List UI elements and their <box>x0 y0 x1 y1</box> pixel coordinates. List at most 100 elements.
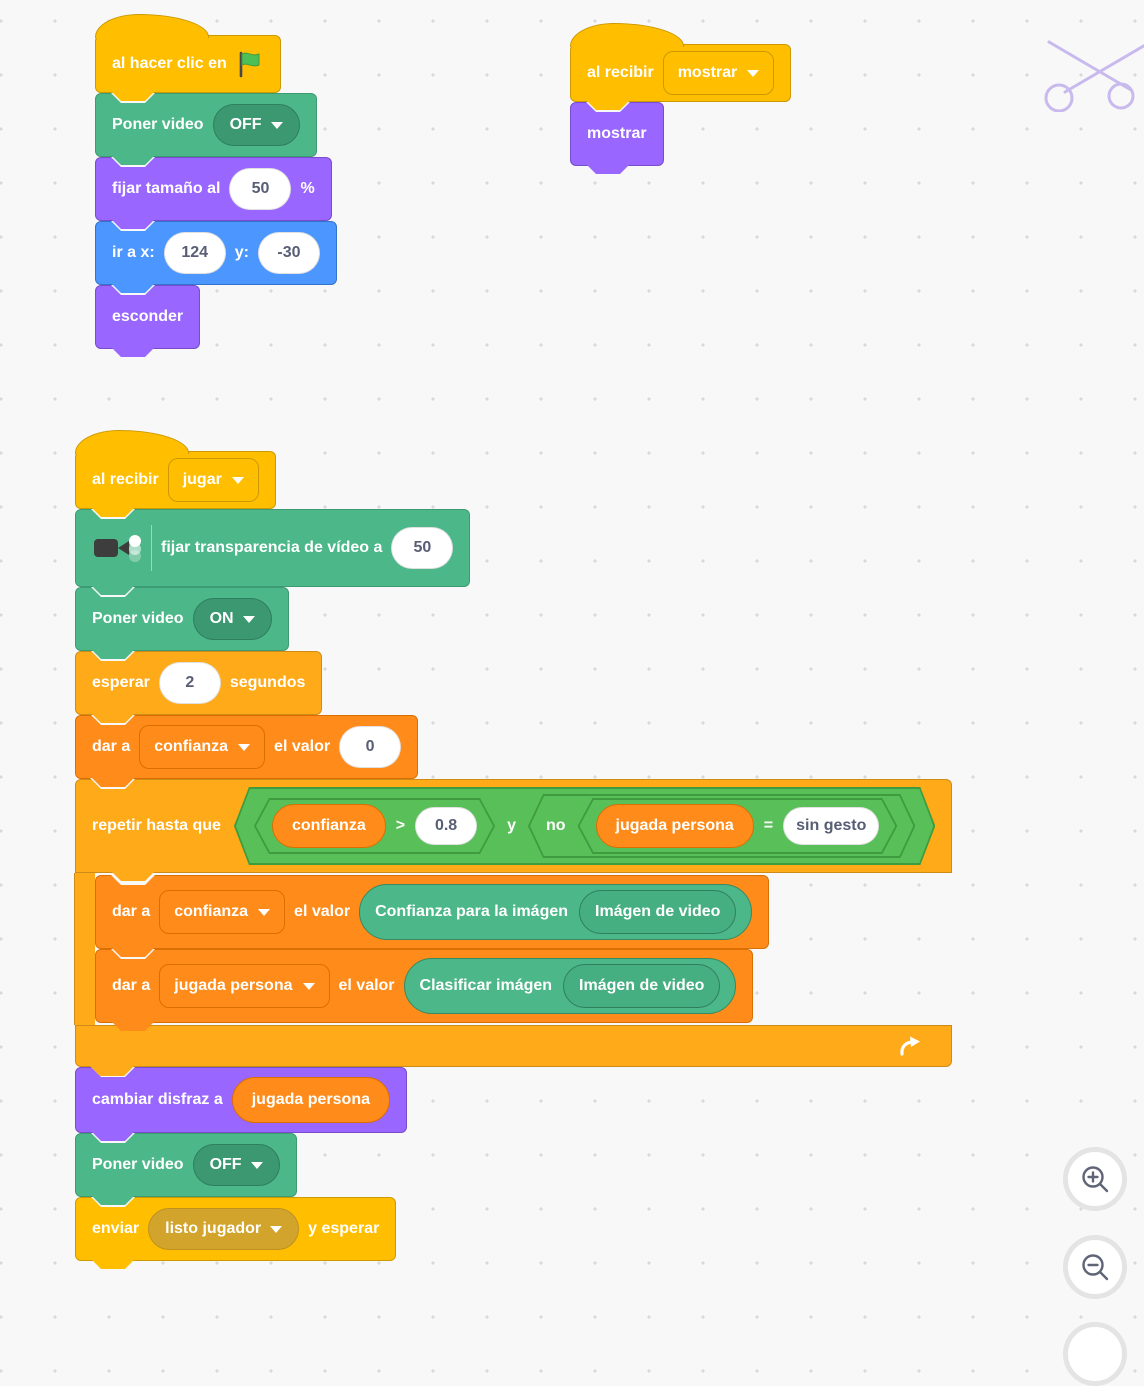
repeat-until-footer[interactable] <box>75 1025 953 1067</box>
when-receive-label: al recibir <box>92 471 159 488</box>
ml-confidence-label: Confianza para la imágen <box>375 903 569 920</box>
show-block[interactable]: mostrar <box>570 102 664 166</box>
wait-seconds-input[interactable]: 2 <box>158 662 221 704</box>
seconds-label: segundos <box>229 674 306 691</box>
broadcast-dropdown[interactable]: mostrar <box>662 51 775 95</box>
broadcast-value: listo jugador <box>165 1220 262 1237</box>
broadcast-dropdown[interactable]: listo jugador <box>148 1208 300 1250</box>
broadcast-value: mostrar <box>677 64 738 81</box>
gesture-text-input[interactable]: sin gesto <box>783 807 879 845</box>
block-divider <box>151 525 152 571</box>
video-state-value: OFF <box>229 116 262 133</box>
repeat-until-body: dar a confianza el valor Confianza para … <box>75 873 770 1025</box>
green-flag-icon <box>236 50 264 78</box>
set-video-label: Poner video <box>112 116 204 133</box>
set-video-off-block[interactable]: Poner video OFF <box>95 93 317 157</box>
set-variable-zero-block[interactable]: dar a confianza el valor 0 <box>75 715 419 779</box>
variable-dropdown[interactable]: jugada persona <box>159 964 330 1008</box>
zoom-reset-button[interactable] <box>1063 1322 1127 1386</box>
video-image-reporter[interactable]: Imágen de video <box>579 890 737 934</box>
and-label: y <box>507 817 516 834</box>
script-receive-jugar: al recibir jugar fijar transparencia de … <box>75 430 953 1261</box>
repeat-until-header[interactable]: repetir hasta que confianza > 0.8 y no <box>75 779 953 873</box>
set-video-on-block[interactable]: Poner video ON <box>75 587 289 651</box>
not-operator-block[interactable]: no jugada persona = sin gesto <box>528 794 915 858</box>
wait-label: esperar <box>92 674 150 691</box>
broadcast-dropdown[interactable]: jugar <box>167 458 259 502</box>
threshold-input[interactable]: 0.8 <box>415 807 477 845</box>
to-value-label: el valor <box>274 738 331 755</box>
set-video-transparency-block[interactable]: fijar transparencia de vídeo a 50 <box>75 509 471 587</box>
zoom-in-button[interactable] <box>1063 1147 1127 1211</box>
to-value-label: el valor <box>294 903 351 920</box>
switch-costume-label: cambiar disfraz a <box>92 1091 223 1108</box>
video-state-dropdown[interactable]: OFF <box>192 1144 280 1186</box>
when-receive-mostrar-block[interactable]: al recibir mostrar <box>570 23 792 102</box>
video-state-dropdown[interactable]: ON <box>192 598 272 640</box>
set-confianza-ml-block[interactable]: dar a confianza el valor Confianza para … <box>95 875 770 949</box>
greater-than-operator-block[interactable]: confianza > 0.8 <box>254 798 495 854</box>
equals-symbol: = <box>763 817 774 834</box>
go-to-x-label: ir a x: <box>112 244 155 261</box>
script-green-flag: al hacer clic en Poner video OFF fijar t… <box>95 14 337 349</box>
wait-seconds-block[interactable]: esperar 2 segundos <box>75 651 323 715</box>
greater-than-symbol: > <box>395 817 406 834</box>
broadcast-value: jugar <box>182 471 222 488</box>
and-wait-label: y esperar <box>308 1220 380 1237</box>
set-size-block[interactable]: fijar tamaño al 50 % <box>95 157 332 221</box>
set-transparency-label: fijar transparencia de vídeo a <box>161 539 383 556</box>
ml-classify-label: Clasificar imágen <box>419 977 553 994</box>
and-operator-block[interactable]: confianza > 0.8 y no jugada persona <box>234 787 935 865</box>
set-size-label: fijar tamaño al <box>112 180 221 197</box>
dropdown-caret-icon <box>747 69 760 77</box>
zoom-out-button[interactable] <box>1063 1235 1127 1299</box>
script-receive-mostrar: al recibir mostrar mostrar <box>570 23 792 166</box>
set-jugada-ml-block[interactable]: dar a jugada persona el valor Clasificar… <box>95 949 754 1023</box>
video-image-reporter[interactable]: Imágen de video <box>563 964 721 1008</box>
dropdown-caret-icon <box>242 615 255 623</box>
set-video-label: Poner video <box>92 610 184 627</box>
dropdown-caret-icon <box>270 121 283 129</box>
to-value-label: el valor <box>338 977 395 994</box>
video-state-dropdown[interactable]: OFF <box>212 104 300 146</box>
transparency-input[interactable]: 50 <box>391 527 454 569</box>
set-var-label: dar a <box>112 903 151 920</box>
repeat-until-block[interactable]: repetir hasta que confianza > 0.8 y no <box>75 779 953 1067</box>
broadcast-and-wait-block[interactable]: enviar listo jugador y esperar <box>75 1197 397 1261</box>
ml-confidence-reporter[interactable]: Confianza para la imágen Imágen de video <box>359 884 753 940</box>
percent-label: % <box>300 180 315 197</box>
set-var-label: dar a <box>112 977 151 994</box>
y-input[interactable]: -30 <box>257 232 320 274</box>
value-input[interactable]: 0 <box>339 726 402 768</box>
set-video-off-block[interactable]: Poner video OFF <box>75 1133 297 1197</box>
equals-operator-block[interactable]: jugada persona = sin gesto <box>578 798 898 854</box>
variable-dropdown[interactable]: confianza <box>159 890 286 934</box>
when-flag-clicked-block[interactable]: al hacer clic en <box>95 14 281 93</box>
dropdown-caret-icon <box>258 908 271 916</box>
not-label: no <box>545 817 566 834</box>
zoom-out-icon <box>1078 1250 1112 1284</box>
dropdown-caret-icon <box>270 1225 283 1233</box>
set-var-label: dar a <box>92 738 131 755</box>
variable-name: confianza <box>154 738 229 755</box>
variable-name: confianza <box>174 903 249 920</box>
go-to-xy-block[interactable]: ir a x: 124 y: -30 <box>95 221 337 285</box>
dropdown-caret-icon <box>250 1161 263 1169</box>
variable-dropdown[interactable]: confianza <box>139 725 266 769</box>
go-to-y-label: y: <box>234 244 249 261</box>
hide-label: esconder <box>112 308 184 325</box>
variable-jugada-persona-reporter[interactable]: jugada persona <box>231 1077 390 1123</box>
when-receive-jugar-block[interactable]: al recibir jugar <box>75 430 276 509</box>
variable-jugada-persona-reporter[interactable]: jugada persona <box>596 804 754 848</box>
ml-classify-reporter[interactable]: Clasificar imágen Imágen de video <box>403 958 737 1014</box>
variable-confianza-reporter[interactable]: confianza <box>272 804 386 848</box>
repeat-until-label: repetir hasta que <box>92 817 221 834</box>
switch-costume-block[interactable]: cambiar disfraz a jugada persona <box>75 1067 407 1133</box>
size-input[interactable]: 50 <box>229 168 292 210</box>
dropdown-caret-icon <box>302 982 315 990</box>
x-input[interactable]: 124 <box>163 232 226 274</box>
hide-block[interactable]: esconder <box>95 285 201 349</box>
set-video-label: Poner video <box>92 1156 184 1173</box>
broadcast-label: enviar <box>92 1220 140 1237</box>
